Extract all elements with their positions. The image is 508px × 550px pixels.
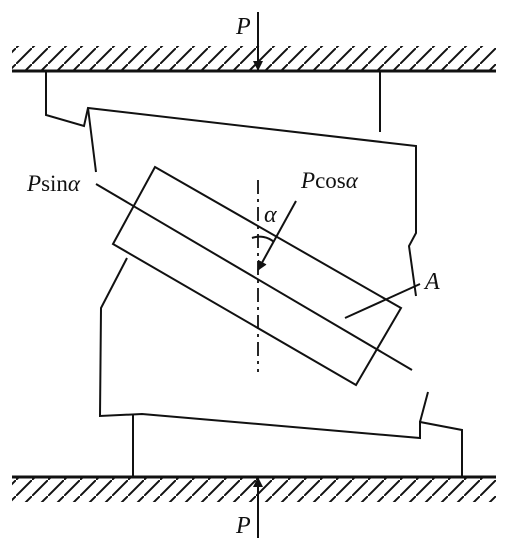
top-platen bbox=[12, 46, 496, 73]
top-platen-hatching bbox=[12, 46, 496, 70]
top-force-label: P bbox=[235, 14, 251, 40]
tangential-var: α bbox=[68, 171, 81, 196]
tangential-prefix: P bbox=[26, 171, 41, 196]
normal-force-arrow bbox=[257, 200, 297, 271]
shear-plane-line bbox=[95, 183, 413, 371]
normal-var: α bbox=[346, 168, 359, 193]
lower-fixture-outline bbox=[98, 257, 463, 477]
bottom-platen-hatching bbox=[12, 478, 496, 502]
normal-force-label: Pcosα bbox=[300, 168, 359, 193]
specimen-block bbox=[111, 165, 403, 387]
upper-fixture-outline bbox=[45, 71, 417, 297]
angle-label: α bbox=[264, 202, 277, 228]
plane-a-leader bbox=[344, 283, 421, 319]
bottom-platen bbox=[12, 475, 496, 502]
lower-fixture-right-edge bbox=[419, 391, 429, 423]
tangential-func: sin bbox=[41, 171, 68, 196]
normal-func: cos bbox=[315, 168, 346, 193]
plane-a-label: A bbox=[423, 269, 440, 295]
normal-prefix: P bbox=[300, 168, 315, 193]
bottom-force-label: P bbox=[235, 513, 251, 539]
upper-fixture-left-edge bbox=[87, 107, 97, 173]
tangential-force-label: Psinα bbox=[26, 171, 81, 196]
angle-alpha-arc bbox=[251, 235, 275, 243]
